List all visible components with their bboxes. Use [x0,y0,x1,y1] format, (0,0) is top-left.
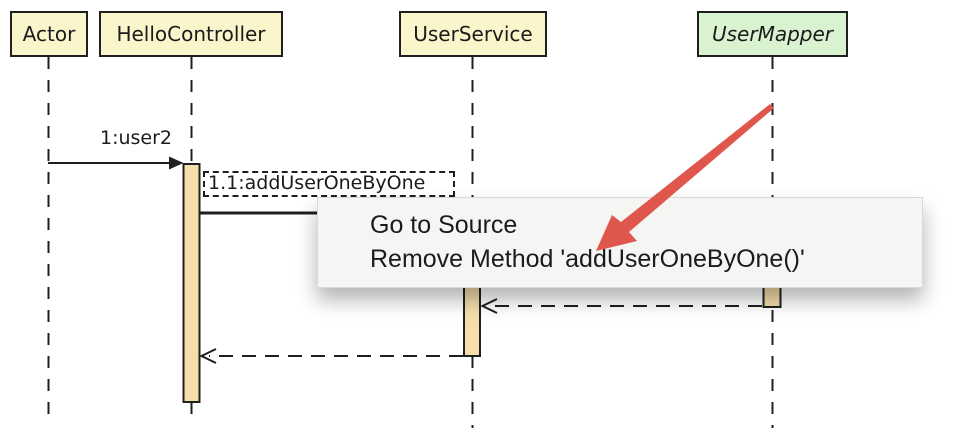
participant-userservice[interactable]: UserService [399,11,547,57]
arrowhead-user2 [169,156,184,170]
arrowhead-return-hellocontroller [199,348,217,364]
menu-item-go-to-source[interactable]: Go to Source [370,211,518,239]
participant-actor[interactable]: Actor [10,11,88,57]
message-label-user2[interactable]: 1:user2 [99,127,173,149]
menu-item-remove-method[interactable]: Remove Method 'addUserOneByOne()' [370,245,805,273]
participant-hellocontroller[interactable]: HelloController [99,11,283,57]
participant-usermapper[interactable]: UserMapper [697,11,848,57]
arrowhead-return-userservice [480,298,498,314]
participant-hellocontroller-label: HelloController [116,22,266,46]
activation-bar-hellocontroller[interactable] [182,163,201,403]
participant-usermapper-label: UserMapper [711,22,833,46]
message-label-adduseronebyone[interactable]: 1.1:addUserOneByOne [203,171,455,197]
participant-actor-label: Actor [22,22,76,46]
participant-userservice-label: UserService [413,22,533,46]
context-menu: Go to Source Remove Method 'addUserOneBy… [317,197,923,288]
